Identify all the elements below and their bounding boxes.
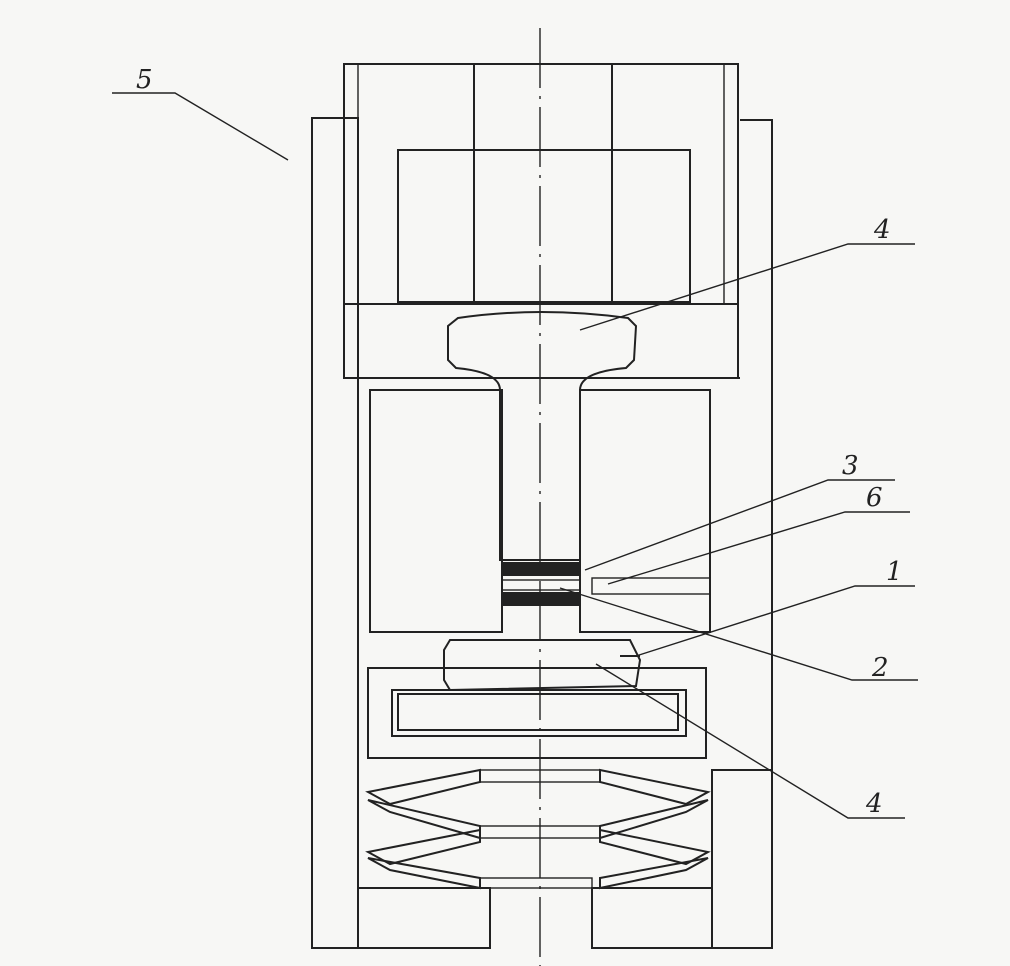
label-2: 2	[871, 653, 889, 683]
label-3: 3	[842, 451, 859, 481]
lower-anvil	[443, 639, 642, 692]
leader-lines	[112, 92, 918, 819]
top-cap	[343, 63, 740, 379]
label-5: 5	[136, 65, 153, 95]
label-4-bottom: 4	[865, 789, 883, 819]
label-4-top: 4	[873, 215, 891, 245]
outer-housing	[311, 117, 773, 949]
plunger	[447, 311, 638, 561]
middle-insulator-left	[369, 389, 503, 633]
middle-insulator-right	[579, 389, 711, 633]
label-6: 6	[866, 483, 883, 513]
label-1: 1	[886, 557, 903, 587]
bottom-cup	[367, 667, 707, 759]
disc-springs	[365, 768, 711, 890]
contact-discs	[501, 562, 581, 632]
